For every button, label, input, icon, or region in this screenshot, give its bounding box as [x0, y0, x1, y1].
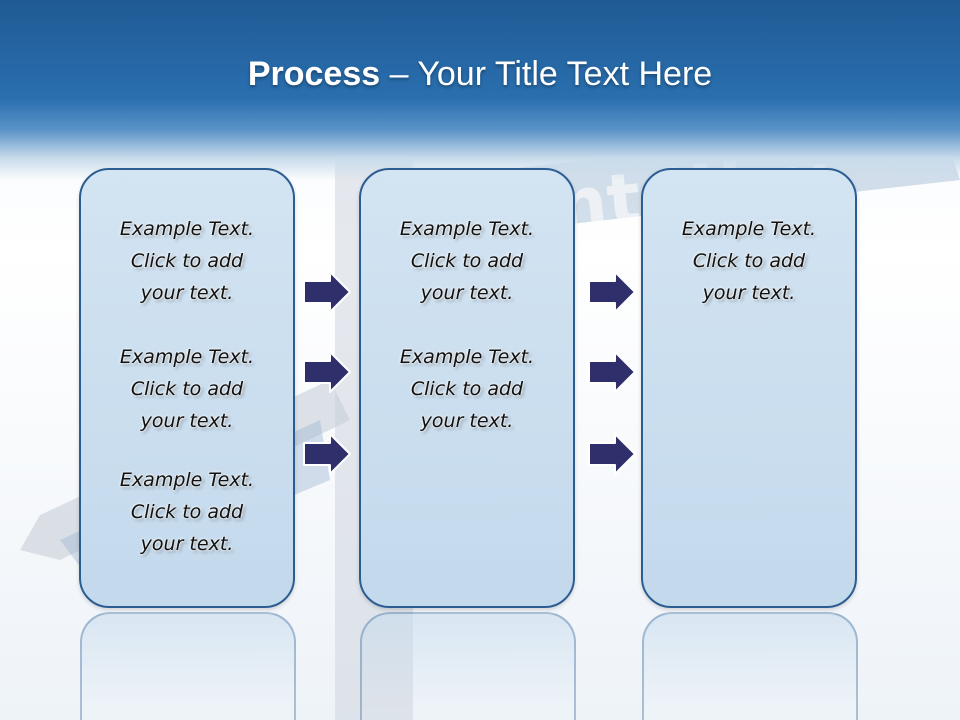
header-band: [0, 0, 960, 180]
box-3-text-1[interactable]: Example Text. Click to add your text.: [681, 218, 817, 304]
title-rest: – Your Title Text Here: [380, 55, 713, 93]
arrow-right-icon[interactable]: [587, 432, 637, 476]
arrow-right-icon[interactable]: [302, 270, 352, 314]
box-1-text-3[interactable]: Example Text. Click to add your text.: [119, 469, 255, 555]
arrow-right-icon[interactable]: [302, 350, 352, 394]
box-2-text-1[interactable]: Example Text. Click to add your text.: [399, 218, 535, 304]
box-1-text-2[interactable]: Example Text. Click to add your text.: [119, 346, 255, 432]
box-3-reflection: [642, 612, 858, 720]
arrow-right-icon[interactable]: [302, 432, 352, 476]
process-box-1[interactable]: Example Text. Click to add your text. Ex…: [79, 168, 295, 608]
box-1-text-1[interactable]: Example Text. Click to add your text.: [119, 218, 255, 304]
box-2-text-2[interactable]: Example Text. Click to add your text.: [399, 346, 535, 432]
process-box-3[interactable]: Example Text. Click to add your text.: [641, 168, 857, 608]
box-1-reflection: [80, 612, 296, 720]
arrow-right-icon[interactable]: [587, 270, 637, 314]
arrow-right-icon[interactable]: [587, 350, 637, 394]
title-bold: Process: [247, 55, 381, 93]
box-2-reflection: [360, 612, 576, 720]
slide-title[interactable]: Process – Your Title Text Here: [0, 52, 960, 96]
process-box-2[interactable]: Example Text. Click to add your text. Ex…: [359, 168, 575, 608]
